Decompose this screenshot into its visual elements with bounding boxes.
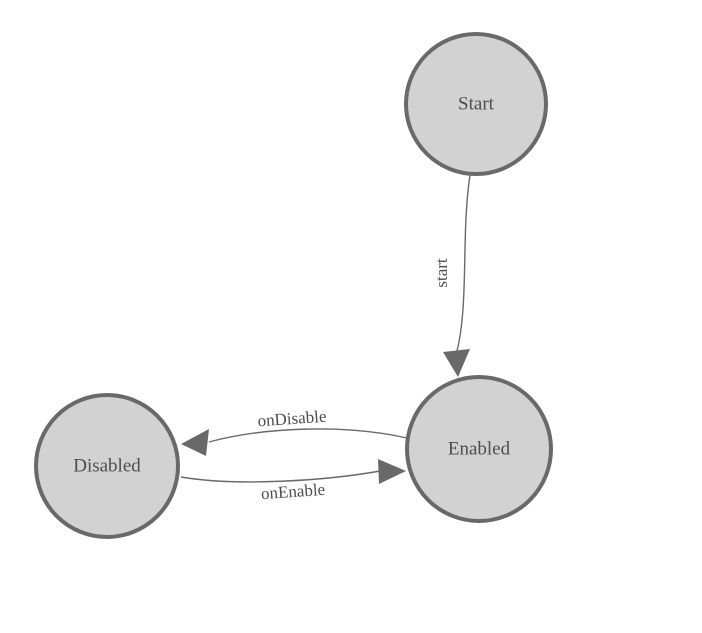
state-node-start: Start bbox=[404, 32, 548, 176]
state-node-disabled-circle bbox=[34, 393, 180, 539]
transition-start-arrowhead bbox=[443, 349, 470, 377]
transition-ondisable: onDisable bbox=[181, 407, 408, 456]
state-node-enabled-circle bbox=[405, 375, 553, 523]
transition-start-label: start bbox=[432, 258, 451, 288]
state-node-enabled: Enabled bbox=[405, 375, 553, 523]
state-node-disabled: Disabled bbox=[34, 393, 180, 539]
transition-ondisable-path bbox=[208, 428, 408, 443]
state-node-start-label: Start bbox=[458, 93, 495, 114]
transition-onenable: onEnable bbox=[180, 459, 406, 503]
transition-start-path bbox=[456, 174, 471, 352]
state-node-disabled-label: Disabled bbox=[73, 455, 141, 476]
transition-ondisable-arrowhead bbox=[181, 429, 209, 456]
transition-ondisable-label: onDisable bbox=[257, 407, 327, 431]
state-node-start-circle bbox=[404, 32, 548, 176]
transition-onenable-arrowhead bbox=[378, 459, 406, 484]
transition-start: start bbox=[432, 174, 471, 377]
transition-onenable-label: onEnable bbox=[260, 480, 325, 503]
state-node-enabled-label: Enabled bbox=[448, 438, 511, 459]
transition-onenable-path bbox=[180, 470, 381, 483]
